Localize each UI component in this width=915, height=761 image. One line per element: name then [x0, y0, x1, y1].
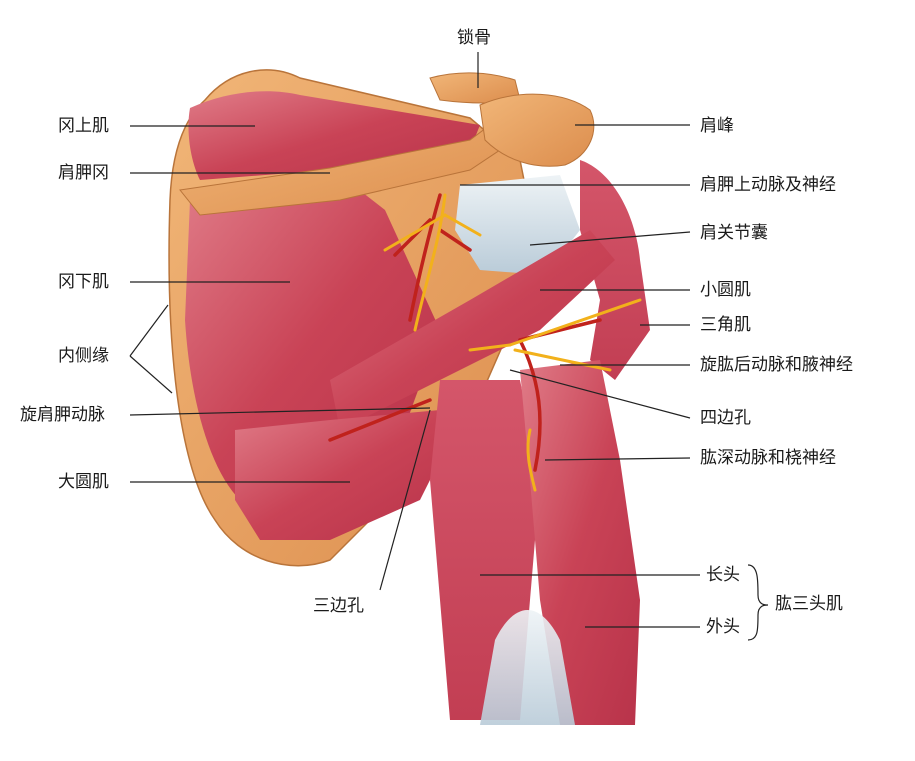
label-posterior-circumflex: 旋肱后动脉和腋神经 — [700, 355, 853, 375]
teres-minor-muscle — [330, 230, 615, 430]
label-deep-brachial: 肱深动脉和桡神经 — [700, 448, 836, 468]
deltoid-muscle — [580, 160, 650, 380]
label-joint-capsule: 肩关节囊 — [700, 223, 768, 243]
label-quadrangular-space: 四边孔 — [700, 408, 751, 428]
clavicle-bone — [429, 72, 521, 104]
label-acromion: 肩峰 — [700, 116, 734, 136]
label-triceps: 肱三头肌 — [775, 594, 843, 614]
label-clavicle: 锁骨 — [457, 28, 491, 48]
acromion-bone — [479, 93, 595, 167]
label-medial-border: 内侧缘 — [58, 346, 109, 366]
label-suprascapular-artery-nerve: 肩胛上动脉及神经 — [700, 175, 836, 195]
label-spine-of-scapula: 肩胛冈 — [58, 163, 109, 183]
nerves — [383, 193, 642, 492]
label-teres-minor: 小圆肌 — [700, 280, 751, 300]
label-circumflex-scapular: 旋肩胛动脉 — [20, 405, 105, 425]
label-triangular-space: 三边孔 — [313, 596, 364, 616]
leader-lines — [129, 52, 769, 641]
triceps-tendon — [480, 610, 575, 725]
joint-capsule — [455, 175, 580, 275]
label-lateral-head: 外头 — [706, 617, 740, 637]
label-deltoid: 三角肌 — [700, 315, 751, 335]
teres-major-muscle — [235, 410, 450, 540]
label-teres-major: 大圆肌 — [58, 472, 109, 492]
label-supraspinatus: 冈上肌 — [58, 116, 109, 136]
label-long-head: 长头 — [706, 565, 740, 585]
label-infraspinatus: 冈下肌 — [58, 272, 109, 292]
